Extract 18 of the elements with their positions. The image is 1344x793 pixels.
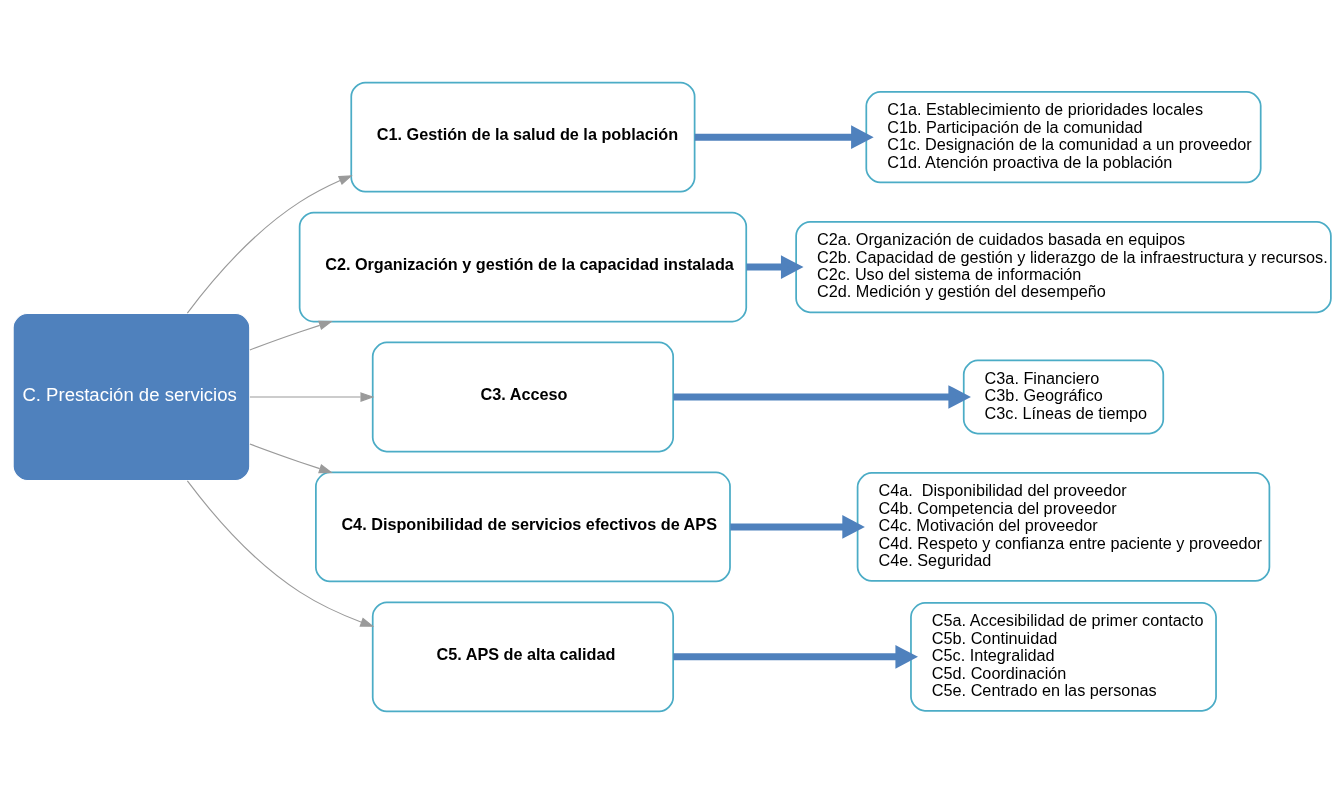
arrow	[186, 174, 353, 314]
node-box: C4a. Disponibilidad del proveedor C4b. Competencia del proveedor C4c. Motivación del proveedor C4d. Respeto y confianza entre paciente y proveedor C4e. Seguridad	[856, 471, 1271, 582]
node-box: C2a. Organización de cuidados basada en equipos C2b. Capacidad de gestión y liderazgo de la infraestructura y recursos. C2c. Uso del sistema de información C2d. Medición y gestión del desempeño	[795, 220, 1332, 313]
node-box: C5a. Accesibilidad de primer contacto C5b. Continuidad C5c. Integralidad C5d. Coordinación C5e. Centrado en las personas	[910, 601, 1217, 712]
arrow	[746, 254, 804, 279]
node-box: C. Prestación de servicios	[12, 312, 251, 481]
node-box: C2. Organización y gestión de la capacidad instalada	[298, 211, 748, 322]
arrow	[186, 479, 375, 627]
node-box: C5. APS de alta calidad	[371, 600, 675, 712]
node-box: C1. Gestión de la salud de la población	[350, 81, 696, 193]
arrow	[249, 391, 375, 402]
node-box: C3. Acceso	[371, 341, 675, 452]
node-box: C4. Disponibilidad de servicios efectivos de APS	[315, 471, 731, 582]
arrow	[249, 320, 333, 350]
node-box: C1a. Establecimiento de prioridades locales C1b. Participación de la comunidad C1c. Designación de la comunidad a un proveedor C1d. Atención proactiva de la población	[865, 90, 1262, 183]
arrow	[694, 124, 874, 149]
node-box: C3a. Financiero C3b. Geográfico C3c. Líneas de tiempo	[962, 359, 1165, 434]
arrow	[249, 443, 333, 473]
